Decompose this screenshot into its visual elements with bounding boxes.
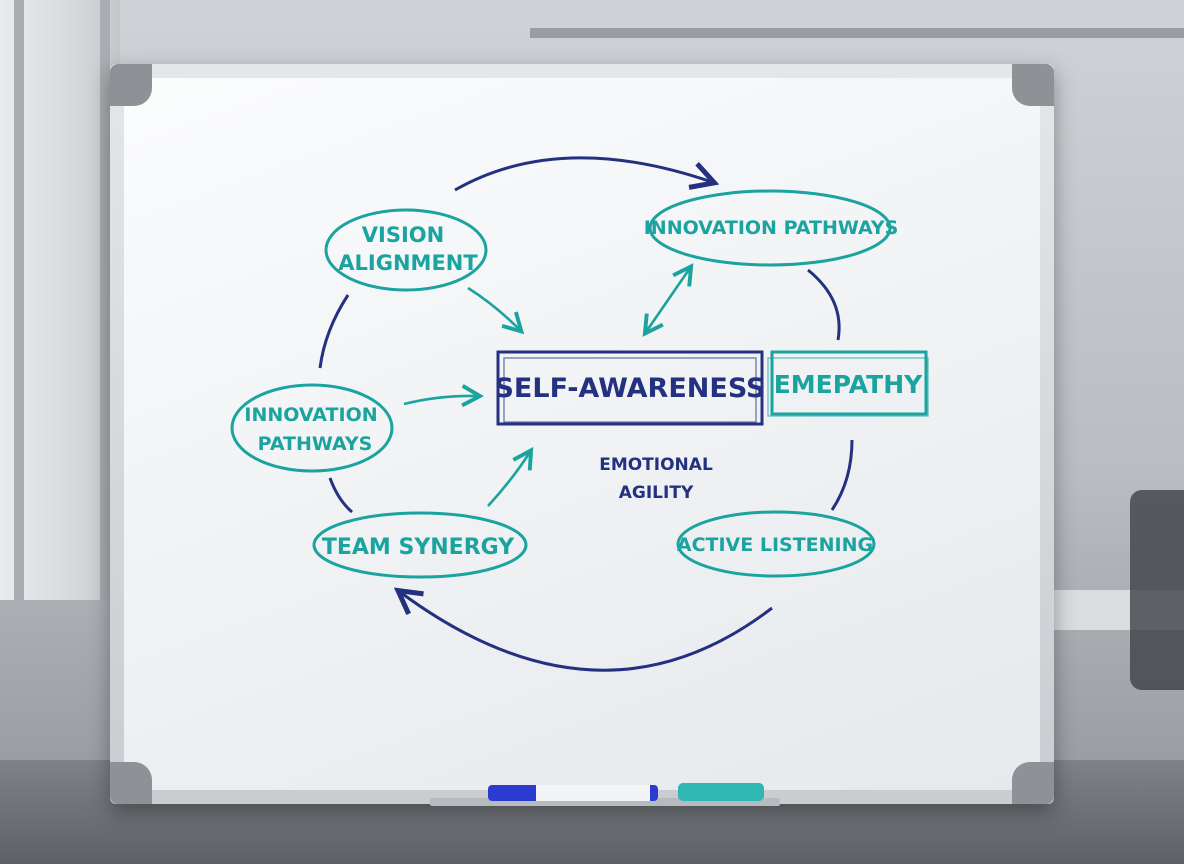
label-emotional: EMOTIONAL: [599, 455, 713, 475]
label-self-awareness: SELF-AWARENESS: [494, 373, 765, 404]
oval-team-synergy: [312, 511, 528, 579]
frame-corner: [1012, 64, 1054, 106]
center-box: [496, 350, 764, 426]
background-chair: [1130, 490, 1184, 690]
cycle-line-right-lower: [830, 439, 854, 511]
teal-marker[interactable]: [678, 783, 764, 801]
frame-corner: [110, 64, 152, 106]
arrow-center-innovation-top: [646, 268, 690, 332]
blue-marker[interactable]: [488, 785, 658, 801]
label-team-synergy: TEAM SYNERGY: [322, 535, 515, 560]
center-box-sketch-line: [503, 357, 757, 423]
label-vision-line2: ALIGNMENT: [338, 251, 478, 275]
label-innovation-left-line2: PATHWAYS: [258, 433, 373, 455]
marker-tray: [430, 798, 780, 806]
cycle-line-left-upper: [318, 294, 350, 369]
arrow-team-to-center: [487, 452, 530, 507]
oval-active-listening: [676, 510, 876, 578]
whiteboard-surface: [124, 78, 1040, 790]
frame-corner: [1012, 762, 1054, 804]
label-innovation-top: INNOVATION PATHWAYS: [644, 217, 899, 239]
cycle-arrow-top: [454, 156, 712, 192]
oval-innovation-pathways-left: [230, 383, 394, 473]
ceiling-light-rail: [530, 28, 1184, 38]
label-empathy: EMEPATHY: [774, 370, 923, 399]
oval-innovation-pathways-top: [648, 189, 892, 267]
office-window: [0, 0, 120, 600]
frame-corner: [110, 762, 152, 804]
cycle-arrow-bottom: [400, 592, 773, 672]
cycle-line-right-upper: [807, 268, 841, 341]
oval-vision-alignment: [324, 208, 488, 292]
arrow-innovation-left-to-center: [403, 396, 478, 404]
cycle-line-left-lower: [328, 477, 353, 514]
empathy-box-sketch-line: [767, 357, 929, 417]
arrow-vision-to-center: [467, 286, 520, 330]
label-vision-line1: VISION: [362, 223, 444, 247]
label-active-listening: ACTIVE LISTENING: [677, 534, 873, 556]
label-agility: AGILITY: [619, 483, 694, 503]
empathy-box: [770, 350, 928, 416]
label-innovation-left-line1: INNOVATION: [244, 404, 377, 426]
